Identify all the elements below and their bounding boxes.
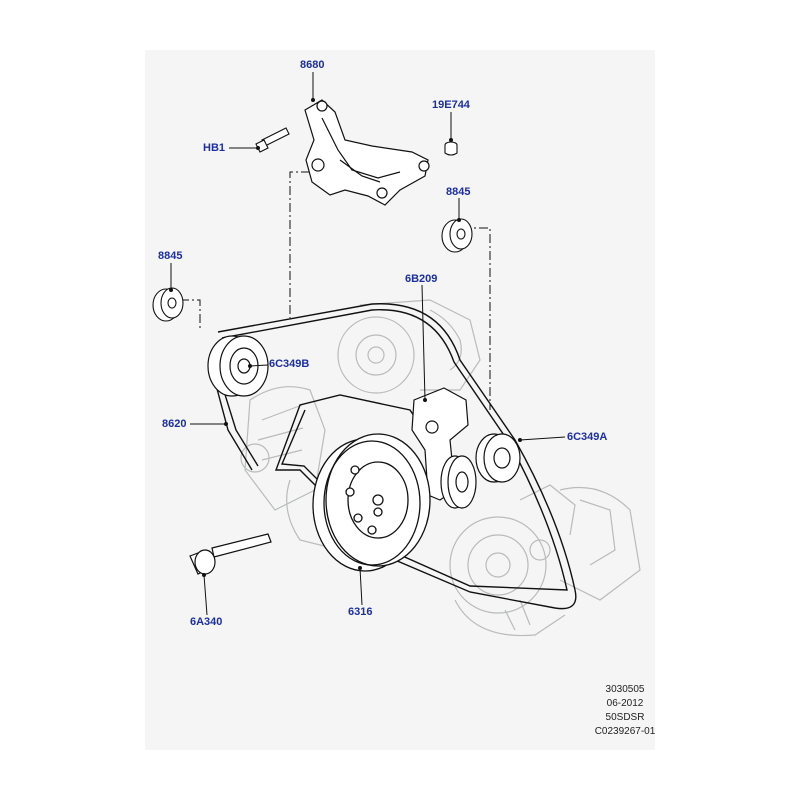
idler-pulley-b [207,335,269,397]
belt-tensioner [411,387,477,509]
callout-6316: 6316 [348,606,373,618]
crank-bolt [189,533,272,575]
callout-19e744: 19E744 [432,99,470,111]
pulley-cap-left [152,287,184,322]
callout-leaders [170,72,566,616]
pulley-cap-right [441,218,473,253]
cap-19e744 [444,141,458,156]
callout-8845-right: 8845 [446,186,471,198]
callout-6c349b: 6C349B [269,358,310,370]
footer-line-2: 06-2012 [606,698,644,709]
callout-6c349a: 6C349A [567,431,608,443]
callout-8620: 8620 [162,418,187,430]
callout-hb1: HB1 [203,142,226,154]
callout-8845-left: 8845 [158,250,183,262]
crankshaft-damper [312,433,431,572]
footer-line-3: 50SDSR [605,712,645,723]
callout-dots [169,98,522,577]
callout-6a340: 6A340 [190,616,223,628]
idler-pulley-a [475,433,521,483]
assembly-leader-lines [180,171,491,410]
bolt-hb1 [255,127,290,153]
footer-line-4: C0239267-01 [594,726,656,737]
callout-6b209: 6B209 [405,273,438,285]
mounting-bracket [304,99,430,206]
footer-line-1: 3030505 [605,684,645,695]
callout-8680: 8680 [300,59,325,71]
